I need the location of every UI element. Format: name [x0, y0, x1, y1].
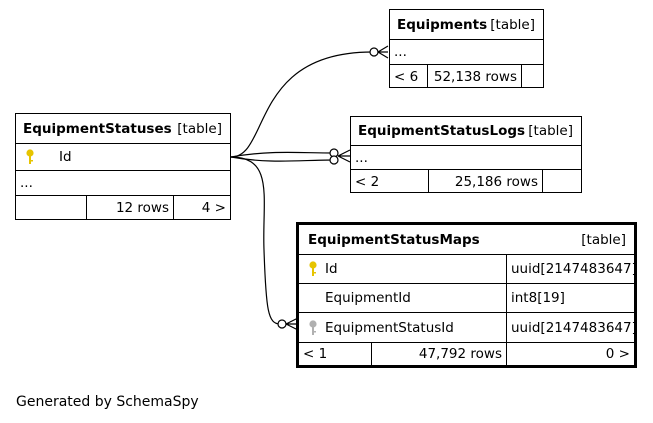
table-kind: [table]: [490, 16, 535, 33]
column-row: Id: [16, 144, 230, 171]
relationship-line-status-maps: [230, 156, 281, 325]
column-row: ...: [16, 171, 230, 196]
parents-count[interactable]: < 2: [355, 173, 380, 190]
table-footer: < 1 47,792 rows 0 >: [299, 343, 634, 365]
relationship-line-equipments: [230, 51, 373, 158]
relationship-end-circle: [369, 47, 379, 57]
primary-key-icon: [26, 149, 34, 164]
table-header: Equipments [table]: [390, 10, 543, 40]
row-count: 47,792 rows: [371, 343, 506, 365]
children-count[interactable]: [542, 170, 581, 193]
column-name: Id: [325, 261, 338, 277]
column-row: EquipmentId int8[19]: [299, 284, 634, 313]
table-footer: 12 rows 4 >: [16, 196, 230, 220]
row-count: 52,138 rows: [427, 65, 521, 88]
row-count: 12 rows: [86, 196, 173, 220]
column-ellipsis: ...: [394, 44, 407, 60]
primary-key-icon: [309, 261, 317, 276]
table-equipment-status-logs[interactable]: EquipmentStatusLogs [table] ... < 2 25,1…: [350, 116, 582, 193]
children-count[interactable]: 4 >: [173, 196, 230, 220]
relationship-line-status-logs-1: [230, 151, 334, 158]
column-row: EquipmentStatusId uuid[2147483647]: [299, 313, 637, 343]
parents-count[interactable]: [16, 196, 86, 220]
column-name: Id: [59, 149, 72, 165]
column-ellipsis: ...: [20, 175, 33, 191]
column-type: uuid[2147483647]: [506, 313, 637, 342]
table-kind: [table]: [581, 231, 626, 248]
column-type: int8[19]: [506, 284, 634, 312]
table-name: EquipmentStatusMaps: [308, 231, 480, 248]
column-row: Id uuid[2147483647]: [299, 255, 637, 284]
row-count: 25,186 rows: [428, 170, 542, 193]
table-header: EquipmentStatusMaps [table]: [299, 225, 634, 255]
column-row: ...: [351, 146, 581, 170]
relationship-end-circle: [277, 319, 287, 329]
children-count[interactable]: 0 >: [506, 343, 634, 365]
table-header: EquipmentStatusLogs [table]: [351, 117, 581, 146]
table-name: Equipments: [397, 16, 488, 33]
parents-count[interactable]: < 1: [303, 346, 328, 362]
relationship-crowfoot: [337, 149, 351, 163]
table-header: EquipmentStatuses [table]: [16, 114, 230, 144]
table-equipment-statuses[interactable]: EquipmentStatuses [table] Id ... 12 rows…: [15, 113, 231, 220]
column-row: ...: [390, 40, 543, 65]
table-footer: < 2 25,186 rows: [351, 170, 581, 193]
relationship-crowfoot: [377, 45, 389, 59]
table-kind: [table]: [528, 123, 573, 139]
column-ellipsis: ...: [355, 149, 368, 166]
table-name: EquipmentStatuses: [23, 120, 172, 137]
column-name: EquipmentStatusId: [325, 319, 454, 336]
table-kind: [table]: [177, 120, 222, 137]
column-name: EquipmentId: [325, 290, 411, 306]
column-type: uuid[2147483647]: [506, 255, 637, 283]
parents-count[interactable]: < 6: [394, 68, 419, 85]
table-equipment-status-maps[interactable]: EquipmentStatusMaps [table] Id uuid[2147…: [296, 222, 637, 368]
relationship-end-circle: [329, 155, 339, 165]
foreign-key-icon: [309, 320, 317, 335]
table-equipments[interactable]: Equipments [table] ... < 6 52,138 rows: [389, 9, 544, 88]
children-count[interactable]: [521, 65, 543, 88]
table-footer: < 6 52,138 rows: [390, 65, 543, 88]
generated-by-label: Generated by SchemaSpy: [16, 394, 199, 410]
table-name: EquipmentStatusLogs: [358, 123, 526, 139]
